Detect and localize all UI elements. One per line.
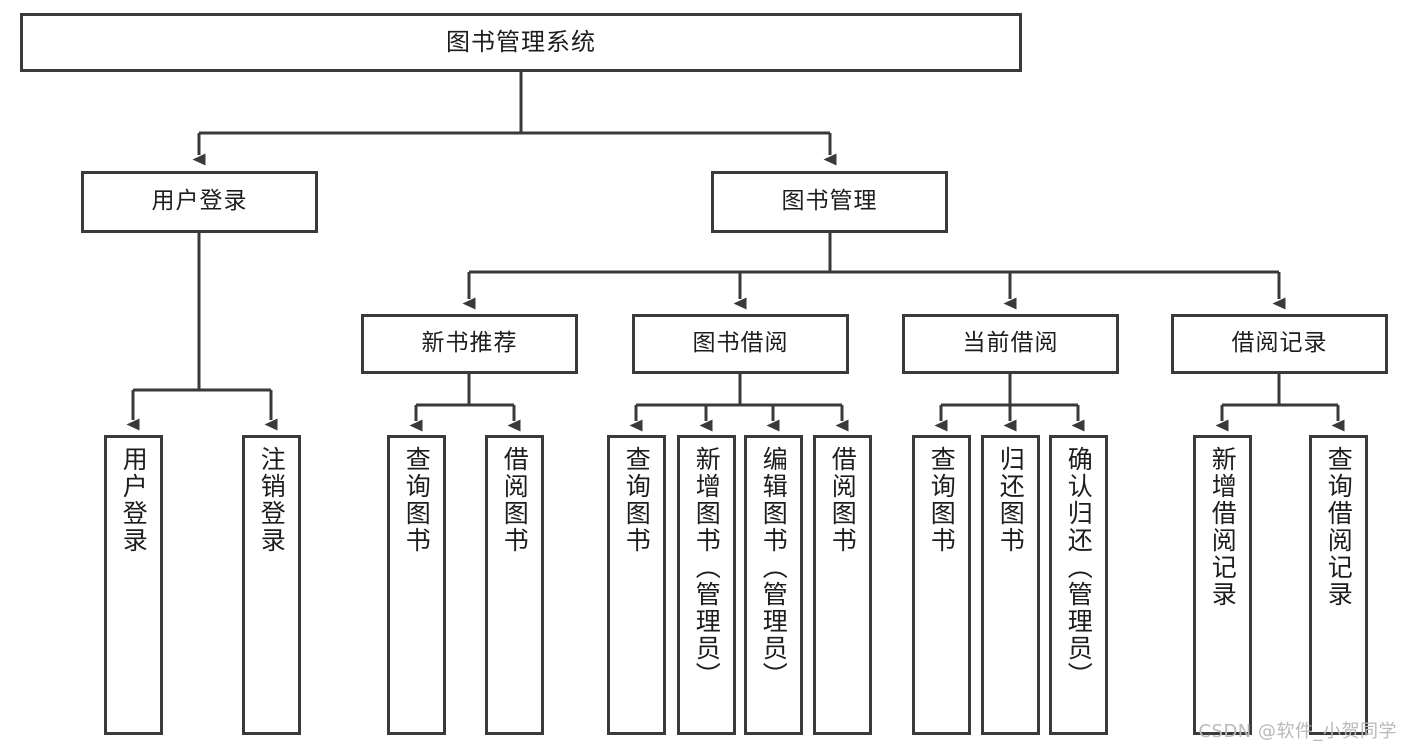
leaf-book-borrow-query-book[interactable]: 查询图书 — [607, 435, 666, 735]
leaf-new-book-query-book[interactable]: 查询图书 — [387, 435, 446, 735]
node-label: 当前借阅 — [962, 330, 1059, 357]
leaf-current-borrow-confirm-return-admin[interactable]: 确认归还（管理员） — [1049, 435, 1108, 735]
leaf-book-borrow-borrow-book[interactable]: 借阅图书 — [813, 435, 872, 735]
node-label: 查询图书 — [927, 446, 957, 554]
node-label: 新增借阅记录 — [1208, 446, 1238, 608]
node-label: 编辑图书（管理员） — [759, 446, 789, 689]
node-label: 用户登录 — [151, 188, 248, 215]
leaf-user-login-logout[interactable]: 注销登录 — [242, 435, 301, 735]
leaf-current-borrow-query-book[interactable]: 查询图书 — [912, 435, 971, 735]
node-label: 借阅图书 — [500, 446, 530, 554]
node-user-login[interactable]: 用户登录 — [81, 171, 318, 233]
node-label: 图书管理系统 — [446, 28, 596, 57]
node-label: 注销登录 — [257, 446, 287, 554]
leaf-new-book-borrow-book[interactable]: 借阅图书 — [485, 435, 544, 735]
node-label: 查询图书 — [622, 446, 652, 554]
leaf-book-borrow-edit-book-admin[interactable]: 编辑图书（管理员） — [744, 435, 803, 735]
leaf-book-borrow-add-book-admin[interactable]: 新增图书（管理员） — [677, 435, 736, 735]
node-label: 借阅图书 — [828, 446, 858, 554]
node-label: 用户登录 — [119, 446, 149, 554]
node-label: 新增图书（管理员） — [692, 446, 722, 689]
node-label: 图书管理 — [781, 188, 878, 215]
node-new-book-recommend[interactable]: 新书推荐 — [361, 314, 578, 374]
leaf-borrow-record-query-record[interactable]: 查询借阅记录 — [1309, 435, 1368, 735]
leaf-user-login-login[interactable]: 用户登录 — [104, 435, 163, 735]
node-label: 查询借阅记录 — [1324, 446, 1354, 608]
node-current-borrow[interactable]: 当前借阅 — [902, 314, 1119, 374]
node-root-book-management-system[interactable]: 图书管理系统 — [20, 13, 1022, 72]
node-label: 图书借阅 — [692, 330, 789, 357]
leaf-current-borrow-return-book[interactable]: 归还图书 — [981, 435, 1040, 735]
node-label: 确认归还（管理员） — [1064, 446, 1094, 689]
leaf-borrow-record-add-record[interactable]: 新增借阅记录 — [1193, 435, 1252, 735]
node-borrow-record[interactable]: 借阅记录 — [1171, 314, 1388, 374]
node-book-borrow[interactable]: 图书借阅 — [632, 314, 849, 374]
watermark: CSDN @软件_小贺同学 — [1198, 721, 1397, 742]
node-book-management[interactable]: 图书管理 — [711, 171, 948, 233]
node-label: 借阅记录 — [1231, 330, 1328, 357]
node-label: 新书推荐 — [421, 330, 518, 357]
node-label: 归还图书 — [996, 446, 1026, 554]
node-label: 查询图书 — [402, 446, 432, 554]
